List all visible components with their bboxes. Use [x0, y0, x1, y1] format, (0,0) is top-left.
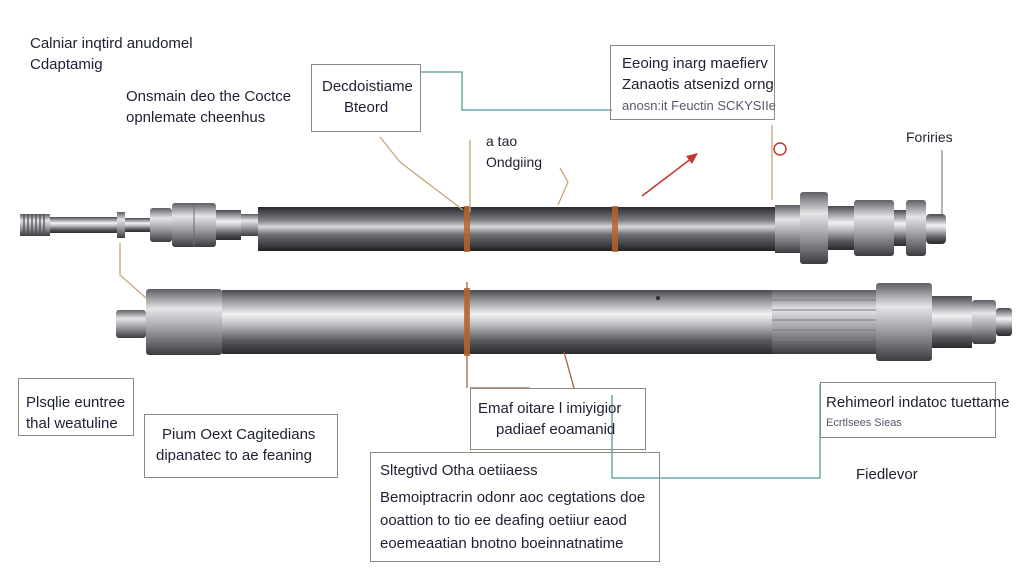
- leader-box-to-band: [379, 136, 464, 211]
- lower-rod: [116, 283, 1012, 361]
- lower-rod-barrel: [222, 290, 772, 354]
- label-bottom-center-title: Sltegtivd Otha oetiiaess: [380, 462, 538, 479]
- upper-rod-copper-band-2: [612, 206, 618, 252]
- upper-rod-end-cap: [926, 214, 946, 244]
- lower-rod-hex-block: [146, 289, 222, 355]
- label-right-mid-sub: Fiedlevor: [856, 466, 918, 483]
- box-center-low: [470, 388, 646, 450]
- leader-left-to-lower-rod: [119, 243, 147, 299]
- label-far-right: Foriries: [906, 129, 953, 145]
- box-left-mid: [18, 378, 134, 436]
- label-left-mid-desc: Pium Oext Cagitedians dipanatec to ae fe…: [156, 426, 316, 464]
- box-left-mid-desc: [144, 414, 338, 478]
- box-top-right: [610, 45, 775, 120]
- red-arrow: [641, 153, 698, 197]
- upper-rod: [20, 192, 946, 264]
- label-box-center-top: Decdoistiame Bteord: [322, 78, 413, 116]
- red-marker-circle: [773, 142, 787, 156]
- label-bottom-center-desc: Bemoiptracrin odonr aoc cegtations doe o…: [380, 489, 646, 552]
- label-right-mid: Rehimeorl indatoc tuettame Ecrtlsees Sie…: [826, 394, 1010, 429]
- box-right-mid: [820, 382, 996, 438]
- box-bottom-center: [370, 452, 660, 562]
- upper-rod-barrel: [258, 207, 778, 251]
- label-top-right: Eeoing inarg maefierv Zanaotis atsenizd …: [622, 55, 776, 113]
- box-center-top: [311, 64, 421, 132]
- label-left-mid: Plsqlie euntree thal weatuline: [26, 394, 126, 432]
- upper-rod-thin-shaft: [50, 217, 120, 233]
- lower-rod-splines: [772, 299, 876, 341]
- leader-center-small: [557, 167, 569, 206]
- upper-rod-copper-band-1: [464, 206, 470, 252]
- label-center-low: Emaf oitare l imiyigior padiaef eoamanid: [478, 400, 622, 438]
- upper-rod-collar: [800, 192, 828, 264]
- label-top-left: Calniar inqtird anudomel Cdaptamig: [30, 35, 193, 73]
- leader-top-center-teal: [420, 71, 612, 111]
- label-top-left-desc: Onsmain deo the Coctce opnlemate cheenhu…: [126, 88, 292, 126]
- lower-rod-end-cap: [116, 310, 146, 338]
- label-center-small: a tao Ondgiing: [486, 133, 543, 170]
- lower-rod-splined-section: [772, 290, 876, 354]
- upper-rod-thread-ridges: [23, 214, 45, 236]
